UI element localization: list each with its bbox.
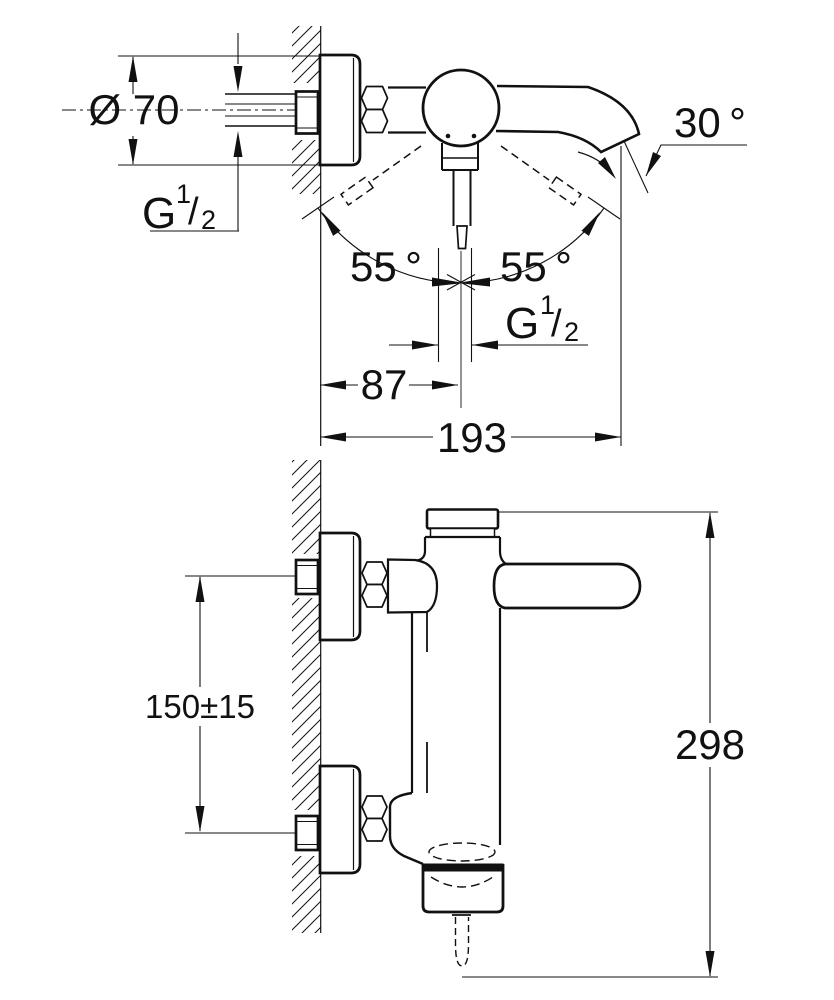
wall-thread-nipple-upper (294, 558, 320, 596)
valve-body-circle (421, 68, 501, 148)
union-nut-upper (361, 561, 388, 608)
outlet-cup (421, 864, 505, 914)
body-ring (429, 527, 496, 538)
body-cap (425, 508, 500, 530)
dim-handle-swing (301, 196, 621, 291)
handle-swing-dashed (339, 145, 583, 206)
dim-298 (462, 511, 718, 978)
label-dim-87: 87 (361, 361, 408, 408)
inlet-boss-upper (386, 558, 439, 614)
body-neck (416, 535, 507, 565)
union-nut-top-view (360, 85, 389, 134)
union-nut-lower (361, 795, 388, 842)
label-dim-193: 193 (437, 414, 507, 461)
outlet-stream-dashed (454, 917, 470, 967)
dim-193 (320, 146, 622, 446)
label-wall-thread: G 1 / 2 (142, 179, 216, 238)
dim-150 (195, 576, 205, 832)
lever-handle-top-view (441, 143, 479, 250)
faucet-body-front (410, 608, 502, 845)
label-dim-150: 150±15 (145, 688, 255, 725)
label-swing-left: 55 ° (350, 243, 422, 290)
supply-pipe (225, 90, 320, 135)
inlet-boss-lower (388, 791, 424, 866)
wall-hatch-front (292, 460, 321, 933)
dim-spout-angle (577, 140, 747, 194)
labels: Ø 70 G 1 / 2 30 ° 55 ° 55 ° G 1 / 2 87 1… (88, 86, 745, 768)
dim-wall-thread (150, 33, 243, 232)
label-outlet-thread: G 1 / 2 (505, 290, 579, 348)
lever-handle-front (492, 562, 642, 610)
top-view (62, 26, 747, 446)
spout-top-view (495, 84, 641, 154)
label-dim-298: 298 (675, 721, 745, 768)
wall-thread-nipple-lower (294, 814, 320, 852)
dim-87 (320, 380, 458, 390)
dim-outlet-thread (389, 248, 588, 362)
label-flange-diameter: Ø 70 (88, 86, 179, 133)
label-swing-right: 55 ° (500, 243, 572, 290)
escutcheon-upper (318, 531, 362, 642)
escutcheon-top-view (318, 53, 362, 167)
label-spout-angle: 30 ° (674, 99, 746, 146)
front-view (185, 460, 718, 978)
dim-flange-diameter (128, 56, 138, 165)
escutcheon-lower (318, 764, 362, 875)
wall-thread-nipple-top (294, 90, 320, 135)
